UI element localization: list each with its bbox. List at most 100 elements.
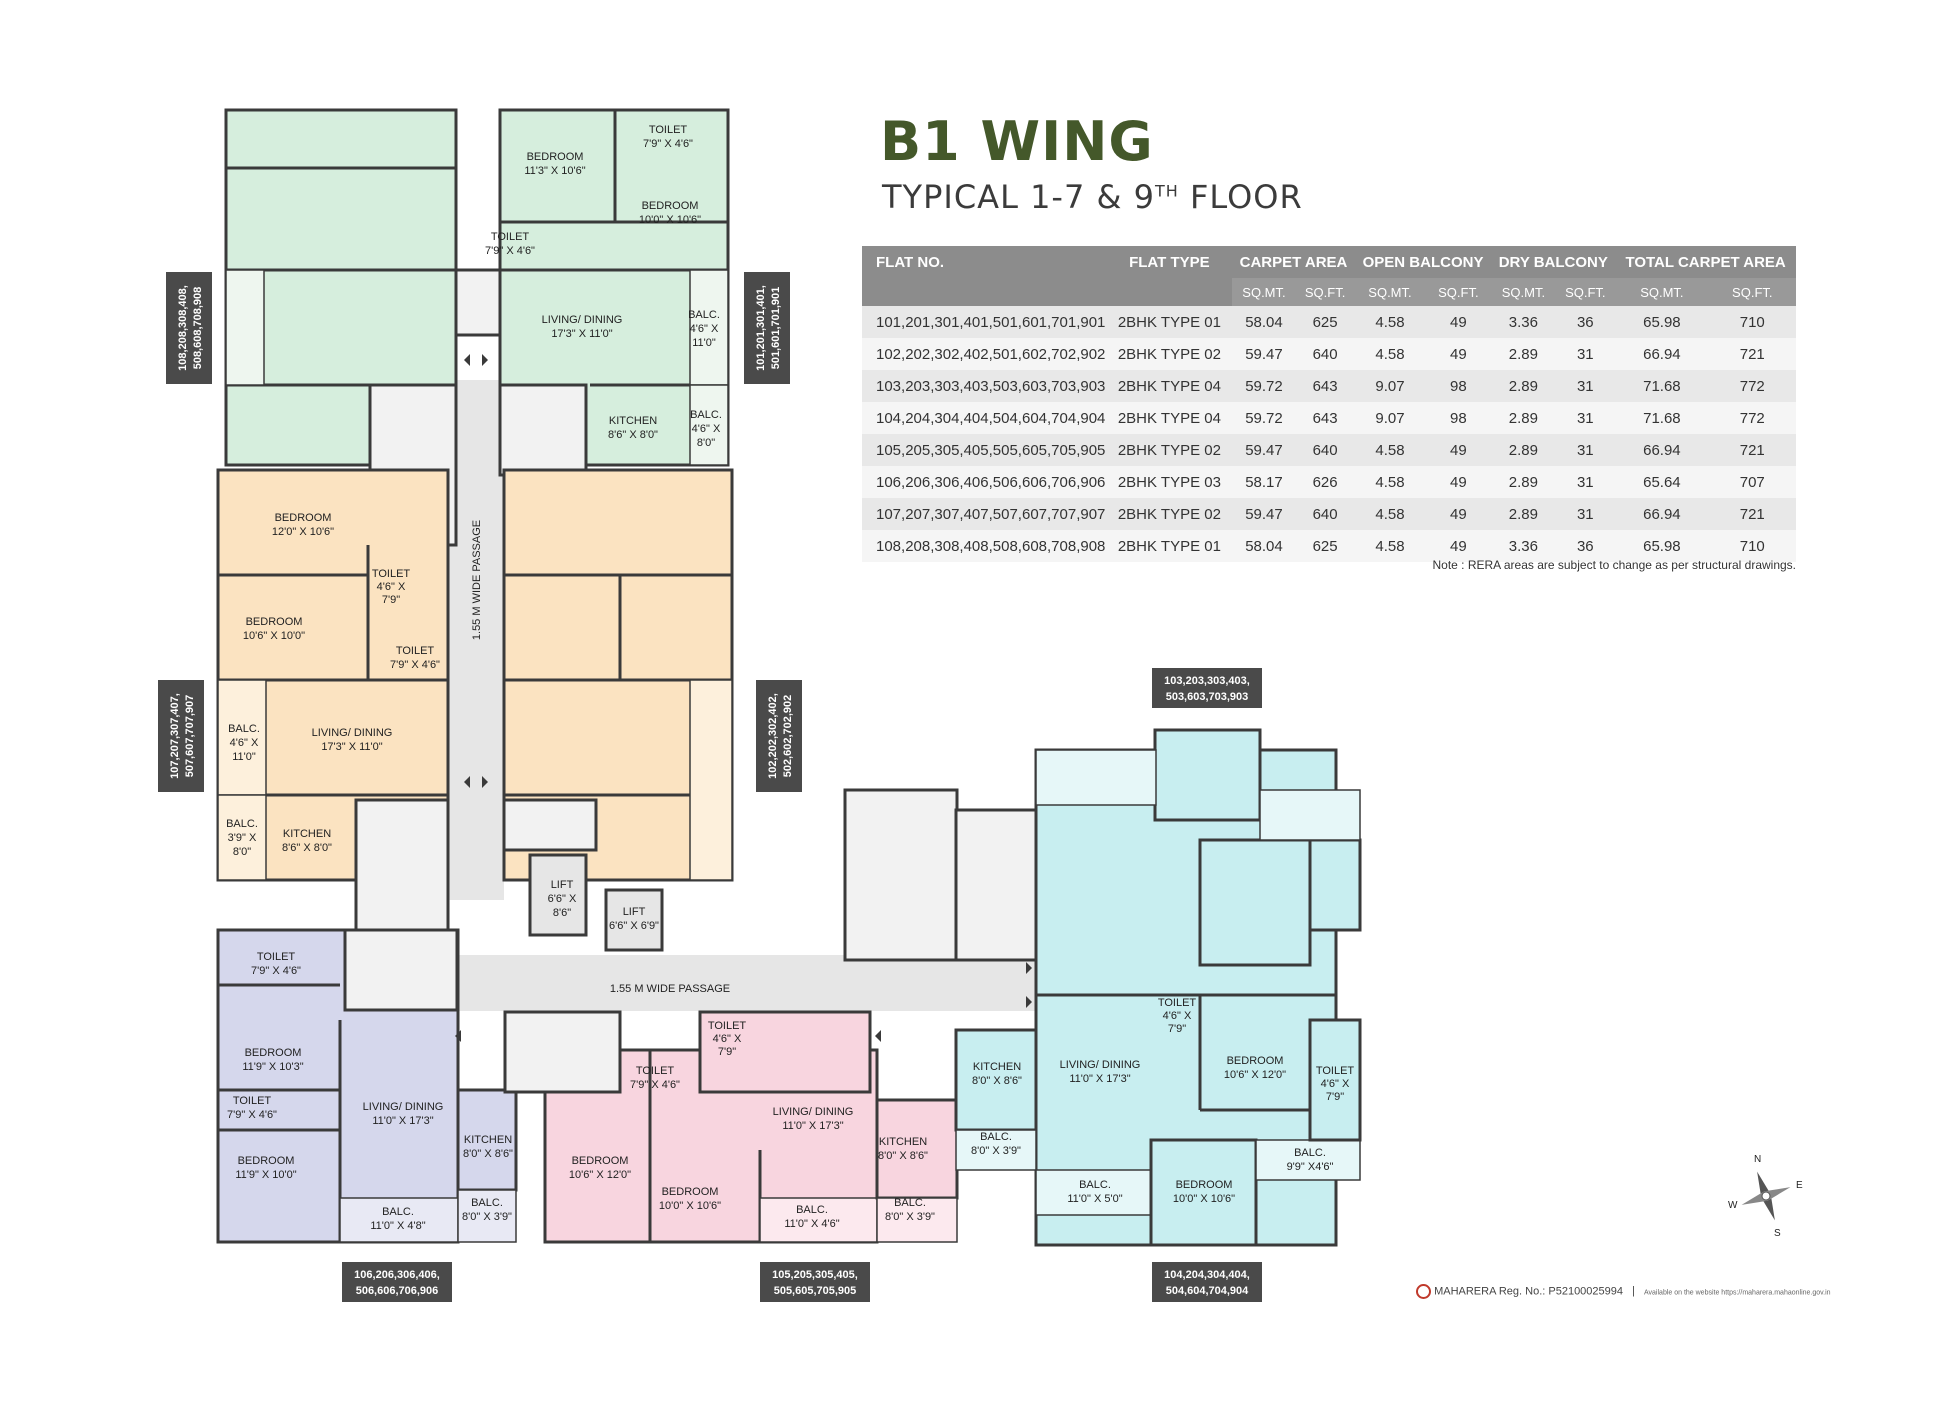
cell-value: 643	[1295, 402, 1355, 434]
cell-value: 625	[1295, 306, 1355, 338]
cell-value: 66.94	[1615, 434, 1709, 466]
room-purple-bedroom1: BEDROOM	[245, 1047, 302, 1059]
tag-103-line2: 503,603,703,903	[1166, 691, 1249, 703]
cell-flat-type: 2BHK TYPE 04	[1106, 370, 1233, 402]
room-orange-toilet1-dim1: 4'6" X	[377, 581, 406, 593]
room-lift2-dim: 6'6" X 6'9"	[609, 920, 659, 932]
cell-value: 2.89	[1491, 434, 1556, 466]
wing-title: B1 WING	[880, 110, 1154, 173]
room-orange-toilet1-dim2: 7'9"	[382, 594, 400, 606]
compass-w: W	[1728, 1200, 1738, 1211]
cell-flat-no: 106,206,306,406,506,606,706,906	[862, 466, 1107, 498]
subtitle-sup: TH	[1154, 181, 1179, 201]
room-pink-balc2: BALC.	[894, 1197, 926, 1209]
cell-flat-type: 2BHK TYPE 03	[1106, 466, 1233, 498]
room-purple-bedroom2-dim: 11'9" X 10'0"	[235, 1169, 296, 1181]
cell-value: 31	[1555, 402, 1616, 434]
cell-value: 59.72	[1232, 370, 1296, 402]
tag-108-line1: 108,208,308,408,	[177, 285, 189, 371]
room-orange-bedroom2: BEDROOM	[246, 616, 303, 628]
cell-value: 4.58	[1354, 530, 1426, 562]
room-cyan-balc2-dim: 11'0" X 5'0"	[1067, 1193, 1122, 1205]
tag-101-line1: 101,201,301,401,	[755, 285, 767, 371]
room-green-toilet1-dim: 7'9" X 4'6"	[643, 138, 693, 150]
room-cyan-bedroom1: BEDROOM	[1227, 1055, 1284, 1067]
room-pink-balc1: BALC.	[796, 1204, 828, 1216]
rera-website: Available on the website https://maharer…	[1644, 1289, 1831, 1297]
cell-value: 49	[1425, 466, 1492, 498]
rera-note: Note : RERA areas are subject to change …	[1432, 558, 1796, 572]
cell-value: 721	[1708, 338, 1796, 370]
cell-flat-no: 107,207,307,407,507,607,707,907	[862, 498, 1107, 530]
cell-value: 721	[1708, 434, 1796, 466]
room-purple-living-dim: 11'0" X 17'3"	[372, 1115, 433, 1127]
cell-value: 4.58	[1354, 338, 1426, 370]
area-table-subheader: SQ.MT. SQ.FT. SQ.MT. SQ.FT. SQ.MT. SQ.FT…	[862, 278, 1796, 306]
room-orange-bedroom2-dim: 10'6" X 10'0"	[243, 630, 305, 642]
room-cyan-toilet1-dim2: 7'9"	[1168, 1023, 1186, 1035]
room-lift1: LIFT	[551, 879, 574, 891]
cell-value: 49	[1425, 434, 1492, 466]
cell-value: 4.58	[1354, 306, 1426, 338]
tag-104-line1: 104,204,304,404,	[1164, 1269, 1250, 1281]
cell-value: 71.68	[1615, 402, 1709, 434]
room-cyan-living-dim: 11'0" X 17'3"	[1069, 1073, 1130, 1085]
room-green-toilet2: TOILET	[491, 231, 530, 243]
room-orange-kitchen: KITCHEN	[283, 828, 331, 840]
cell-value: 640	[1295, 338, 1355, 370]
cell-value: 59.72	[1232, 402, 1296, 434]
room-pink-toilet2-dim: 7'9" X 4'6"	[630, 1079, 680, 1091]
room-purple-toilet2: TOILET	[233, 1095, 272, 1107]
room-cyan-kitchen-dim: 8'0" X 8'6"	[972, 1075, 1022, 1087]
room-pink-bedroom1-dim: 10'6" X 12'0"	[569, 1169, 631, 1181]
room-cyan-balc2: BALC.	[1079, 1179, 1111, 1191]
room-orange-balc2-dim2: 8'0"	[233, 846, 251, 858]
cell-value: 49	[1425, 338, 1492, 370]
cell-value: 772	[1708, 370, 1796, 402]
cell-value: 710	[1708, 530, 1796, 562]
room-green-balc1-dim1: 4'6" X	[690, 323, 719, 335]
room-green-living: LIVING/ DINING	[542, 314, 623, 326]
room-pink-toilet1-dim2: 7'9"	[718, 1046, 736, 1058]
room-cyan-toilet2-dim2: 7'9"	[1326, 1091, 1344, 1103]
cell-value: 710	[1708, 306, 1796, 338]
room-cyan-bedroom1-dim: 10'6" X 12'0"	[1224, 1069, 1286, 1081]
room-orange-balc1-dim1: 4'6" X	[230, 737, 259, 749]
room-cyan-toilet2-dim1: 4'6" X	[1321, 1078, 1350, 1090]
sub-sqft: SQ.FT.	[1425, 278, 1492, 306]
cell-value: 625	[1295, 530, 1355, 562]
room-orange-balc2: BALC.	[226, 818, 258, 830]
cell-value: 31	[1555, 370, 1616, 402]
cell-value: 49	[1425, 306, 1492, 338]
cell-value: 65.64	[1615, 466, 1709, 498]
cell-flat-no: 102,202,302,402,501,602,702,902	[862, 338, 1107, 370]
subtitle-end: FLOOR	[1178, 178, 1303, 216]
passage-horizontal: 1.55 M WIDE PASSAGE	[610, 983, 730, 995]
room-pink-kitchen-dim: 8'0" X 8'6"	[878, 1150, 928, 1162]
cell-value: 2.89	[1491, 370, 1556, 402]
cell-value: 98	[1425, 402, 1492, 434]
cell-value: 3.36	[1491, 306, 1556, 338]
cell-value: 31	[1555, 338, 1616, 370]
col-flat-type: FLAT TYPE	[1106, 246, 1233, 306]
cell-flat-no: 101,201,301,401,501,601,701,901	[862, 306, 1107, 338]
room-purple-balc2-dim: 8'0" X 3'9"	[462, 1211, 512, 1223]
room-cyan-living: LIVING/ DINING	[1060, 1059, 1141, 1071]
room-purple-bedroom1-dim: 11'9" X 10'3"	[242, 1061, 303, 1073]
sub-sqft: SQ.FT.	[1295, 278, 1355, 306]
col-carpet-area: CARPET AREA	[1232, 246, 1355, 278]
cell-flat-type: 2BHK TYPE 02	[1106, 338, 1233, 370]
col-open-balcony: OPEN BALCONY	[1354, 246, 1492, 278]
cell-value: 640	[1295, 498, 1355, 530]
room-cyan-balc3: BALC.	[1294, 1147, 1326, 1159]
room-orange-balc1-dim2: 11'0"	[232, 751, 256, 763]
room-lift1-dim2: 8'6"	[553, 907, 571, 919]
flat-tags: 108,208,308,408, 508,608,708,908 101,201…	[158, 272, 1262, 1302]
